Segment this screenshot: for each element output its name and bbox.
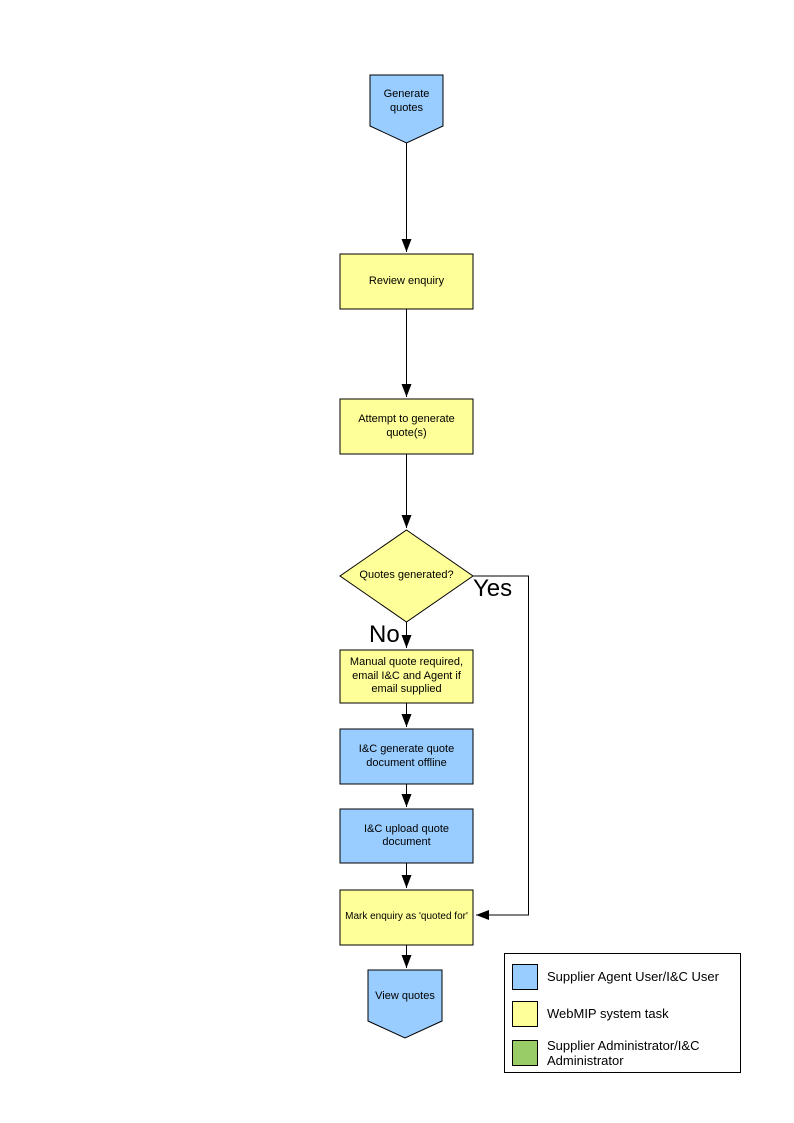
- manual-node-shape: [339, 649, 474, 704]
- legend-label: Supplier Agent User/I&C User: [547, 969, 719, 985]
- legend: Supplier Agent User/I&C User WebMIP syst…: [504, 953, 741, 1073]
- yellow-swatch-icon: [512, 1001, 538, 1027]
- blue-swatch-icon: [512, 964, 538, 990]
- end-node-shape: [367, 969, 443, 1039]
- no-branch-label: No: [369, 621, 400, 648]
- decision-node-label: Quotes generated?: [359, 569, 454, 582]
- review-node-shape: [339, 253, 474, 310]
- decision-node-shape: [339, 529, 474, 623]
- legend-label: Supplier Administrator/I&C Administrator: [547, 1038, 700, 1069]
- end-node-label: View quotes: [375, 989, 435, 1002]
- offline-node-shape: [339, 728, 474, 785]
- upload-node-label: I&C upload quote document: [363, 822, 449, 848]
- connector-decision-mark-yes: [473, 575, 529, 920]
- start-node-label: Generate quotes: [383, 88, 430, 114]
- mark-node-label: Mark enquiry as 'quoted for': [345, 911, 468, 923]
- upload-node-shape: [339, 808, 474, 864]
- yes-branch-label: Yes: [473, 575, 513, 602]
- legend-item-webmip-task: WebMIP system task: [512, 1001, 734, 1027]
- attempt-node-shape: [339, 398, 474, 455]
- start-node-shape: [369, 74, 444, 144]
- legend-item-supplier-admin: Supplier Administrator/I&C Administrator: [512, 1038, 734, 1069]
- green-swatch-icon: [512, 1040, 538, 1067]
- review-node-label: Review enquiry: [368, 274, 445, 287]
- attempt-node-label: Attempt to generate quote(s): [358, 413, 455, 439]
- manual-node-label: Manual quote required, email I&C and Age…: [349, 656, 464, 696]
- mark-node-shape: [339, 889, 474, 946]
- legend-item-supplier-agent: Supplier Agent User/I&C User: [512, 964, 734, 990]
- offline-node-label: I&C generate quote document offline: [358, 743, 455, 769]
- legend-label: WebMIP system task: [547, 1006, 669, 1022]
